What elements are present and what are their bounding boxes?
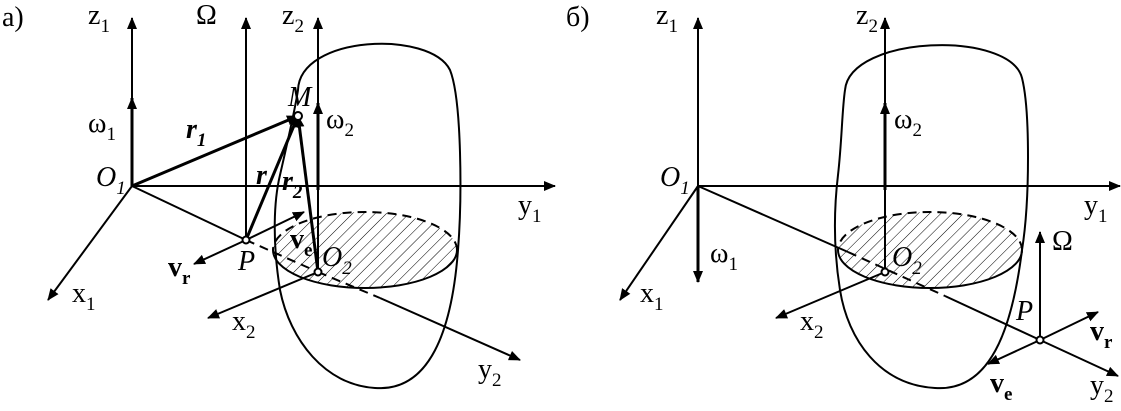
panel-b-label-omega1: ω1 xyxy=(710,238,738,275)
panel-b-tag: б) xyxy=(566,2,590,33)
panel-b-axis-y2 xyxy=(1039,339,1119,377)
panel-a-axis-x2 xyxy=(207,271,319,319)
panel-b-label-ve: ve xyxy=(990,368,1012,405)
panel-a-vector-ve xyxy=(245,211,305,241)
panel-a-base-front xyxy=(272,249,458,289)
panel-a-label-omega2: ω2 xyxy=(326,104,354,141)
panel-a-label-x2: x2 xyxy=(232,306,256,343)
panel-b-label-z1: z1 xyxy=(656,0,678,37)
panel-b-label-p: P xyxy=(1015,296,1033,327)
panel-a-label-omega1: ω1 xyxy=(88,108,116,145)
panel-a-label-ve: ve xyxy=(290,224,312,261)
panel-a-point-p xyxy=(241,235,251,245)
panel-a-label-y2: y2 xyxy=(478,354,502,391)
panel-b-point-o2 xyxy=(880,267,890,277)
panel-b-label-o1: O1 xyxy=(660,162,690,199)
panel-b-label-x1: x1 xyxy=(640,278,664,315)
panel-a-axis-y2 xyxy=(379,297,521,361)
panel-b-point-p xyxy=(1035,335,1045,345)
panel-a-point-m xyxy=(293,111,303,121)
panel-a-label-x1: x1 xyxy=(72,278,96,315)
panel-a-label-z1: z1 xyxy=(88,0,110,37)
panel-a: а) xyxy=(2,0,556,391)
panel-a-label-r2: r2 xyxy=(282,166,303,203)
panel-a-body-outline xyxy=(273,42,462,390)
panel-a-label-omega: Ω xyxy=(196,0,217,31)
panel-a-vector-r2 xyxy=(294,115,320,273)
panel-b-label-o2: O2 xyxy=(892,242,922,279)
panel-a-p-o2-dash xyxy=(245,239,319,273)
panel-a-label-o1: O1 xyxy=(96,162,126,199)
panel-a-o1-p-line xyxy=(131,185,247,241)
panel-a-vector-r xyxy=(244,115,300,241)
panel-b-label-y1: y1 xyxy=(1084,190,1108,227)
panel-a-label-o2: O2 xyxy=(322,242,352,279)
panel-a-vector-vr xyxy=(193,239,247,265)
panel-a-label-z2: z2 xyxy=(282,0,304,37)
panel-b-label-omega2: ω2 xyxy=(894,104,922,141)
panel-a-vector-r1 xyxy=(131,114,299,188)
panel-b-axis-x1 xyxy=(619,185,699,301)
panel-b-label-z2: z2 xyxy=(856,0,878,37)
panel-b-body-outline xyxy=(833,44,1029,390)
panel-b-base-front xyxy=(837,249,1023,289)
panel-b-o1-line xyxy=(697,185,849,253)
panel-a-label-m: M xyxy=(287,82,313,113)
panel-b-axis-x2 xyxy=(775,271,886,319)
panel-b-base-back xyxy=(837,211,1023,251)
panel-b-label-y2: y2 xyxy=(1090,370,1114,407)
panel-b-label-x2: x2 xyxy=(800,306,824,343)
panel-b-vector-ve xyxy=(987,339,1041,365)
panel-b-label-vr: vr xyxy=(1090,316,1113,353)
panel-a-tag: а) xyxy=(2,2,24,33)
panel-a-label-y1: y1 xyxy=(518,190,542,227)
panel-a-point-o2 xyxy=(313,267,323,277)
panel-b-label-omega: Ω xyxy=(1052,226,1073,257)
panel-a-axis-y2-hidden xyxy=(317,271,381,299)
panel-b: б) z1 z2 ω2 O1 xyxy=(566,0,1121,407)
panel-a-label-r1: r1 xyxy=(186,114,206,151)
panel-a-label-p: P xyxy=(237,246,255,277)
panel-a-base-back xyxy=(272,211,458,251)
panel-a-label-r: r xyxy=(256,160,268,191)
panel-b-o1-p-line xyxy=(944,295,1041,341)
panel-b-o1-line-hidden xyxy=(847,251,946,297)
panel-a-axis-x1 xyxy=(47,185,133,301)
panel-a-label-vr: vr xyxy=(168,252,191,289)
panel-b-vector-vr xyxy=(1039,311,1099,341)
